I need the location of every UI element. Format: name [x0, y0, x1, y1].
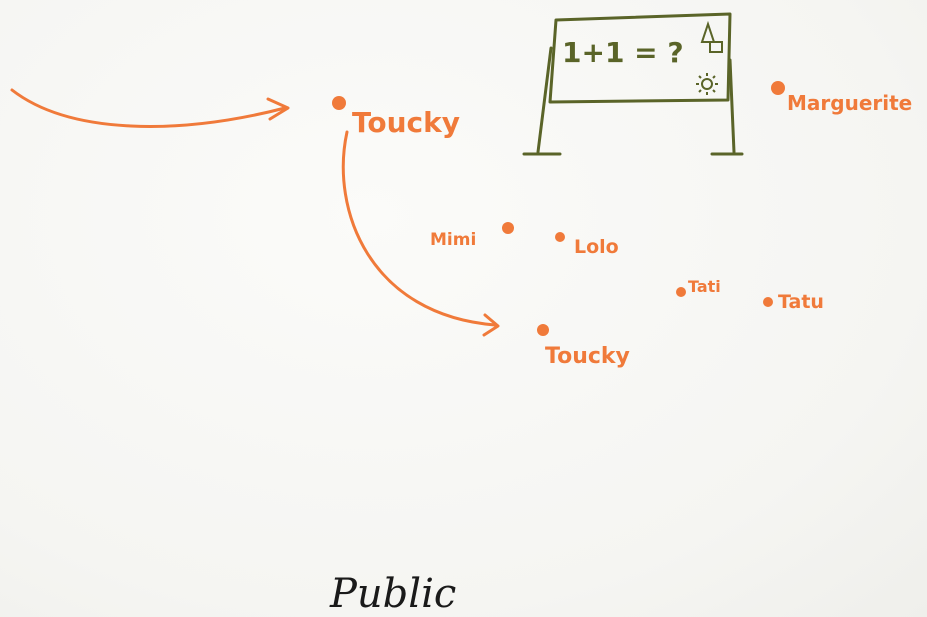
toucky-dot [332, 96, 346, 110]
tatu-label: Tatu [778, 291, 824, 313]
tatu-dot [763, 297, 773, 307]
lolo-label: Lolo [574, 236, 619, 258]
toucky-label: Toucky [352, 106, 460, 139]
marguerite-dot [771, 81, 785, 95]
toucky-new-label: Toucky [545, 344, 630, 369]
chalkboard: 1+1 = ? [522, 12, 744, 156]
sun-icon [696, 73, 718, 95]
mimi-dot [502, 222, 514, 234]
tati-dot [676, 287, 686, 297]
triangle-icon [700, 20, 716, 43]
incoming-arrow [10, 88, 290, 128]
square-icon [709, 41, 723, 53]
public-caption: Public [329, 571, 456, 617]
tati-label: Tati [688, 277, 721, 296]
lolo-dot [555, 232, 565, 242]
toucky-new-dot [537, 324, 549, 336]
marguerite-label: Marguerite [787, 91, 912, 115]
mimi-label: Mimi [430, 230, 476, 250]
board-equation: 1+1 = ? [562, 36, 684, 69]
move-arrow [341, 130, 500, 337]
